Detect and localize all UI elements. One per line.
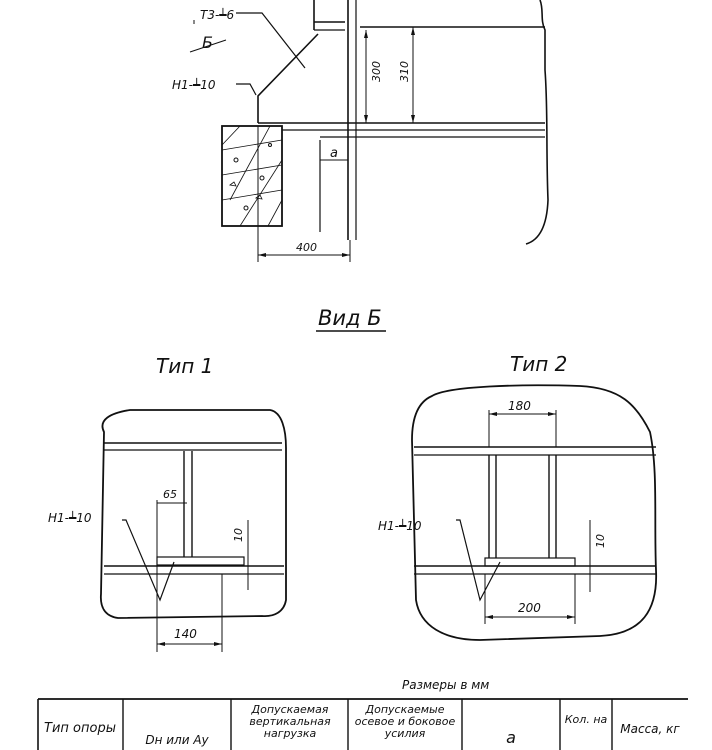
type1-dimension-140: 140 — [174, 627, 197, 641]
concrete-wall — [221, 125, 283, 227]
type1-view — [99, 409, 287, 652]
type2-view — [411, 384, 657, 641]
units-note: Размеры в мм — [402, 678, 489, 692]
type2-dimension-200: 200 — [518, 601, 541, 615]
table-header-vertical-load: Допускаемая вертикальная нагрузка — [249, 703, 331, 740]
type1-title: Тип 1 — [156, 354, 213, 378]
dimension-310: 310 — [398, 61, 411, 82]
type2-title: Тип 2 — [510, 352, 567, 376]
dimension-a: a — [330, 146, 338, 161]
type2-dimension-180: 180 — [508, 399, 531, 413]
dimension-400: 400 — [296, 241, 317, 254]
section-view — [189, 0, 549, 262]
type1-dimension-10: 10 — [232, 528, 245, 542]
table-header-quantity: Кол. на — [564, 713, 608, 726]
type2-dimension-10: 10 — [594, 534, 607, 548]
table-header-axial-lateral-force: Допускаемые осевое и боковое усилия — [354, 703, 456, 740]
type2-weld-label: H1-┷10 — [378, 518, 422, 533]
dimension-300: 300 — [370, 61, 383, 82]
weld-symbol-b: Б — [202, 33, 213, 52]
view-title: Вид Б — [318, 306, 382, 330]
spec-table-frame — [37, 698, 688, 750]
table-header-mass: Масса, кг — [620, 722, 680, 736]
weld-label-top: T3-┷6 — [200, 7, 235, 22]
type1-dimension-65: 65 — [163, 488, 177, 501]
weld-label-mid: H1-┷10 — [172, 77, 216, 92]
table-header-a: a — [506, 728, 516, 747]
table-header-diameter: Dн или Ау — [145, 733, 209, 747]
type1-weld-label: H1-┷10 — [48, 510, 92, 525]
table-header-type: Тип опоры — [44, 721, 116, 736]
